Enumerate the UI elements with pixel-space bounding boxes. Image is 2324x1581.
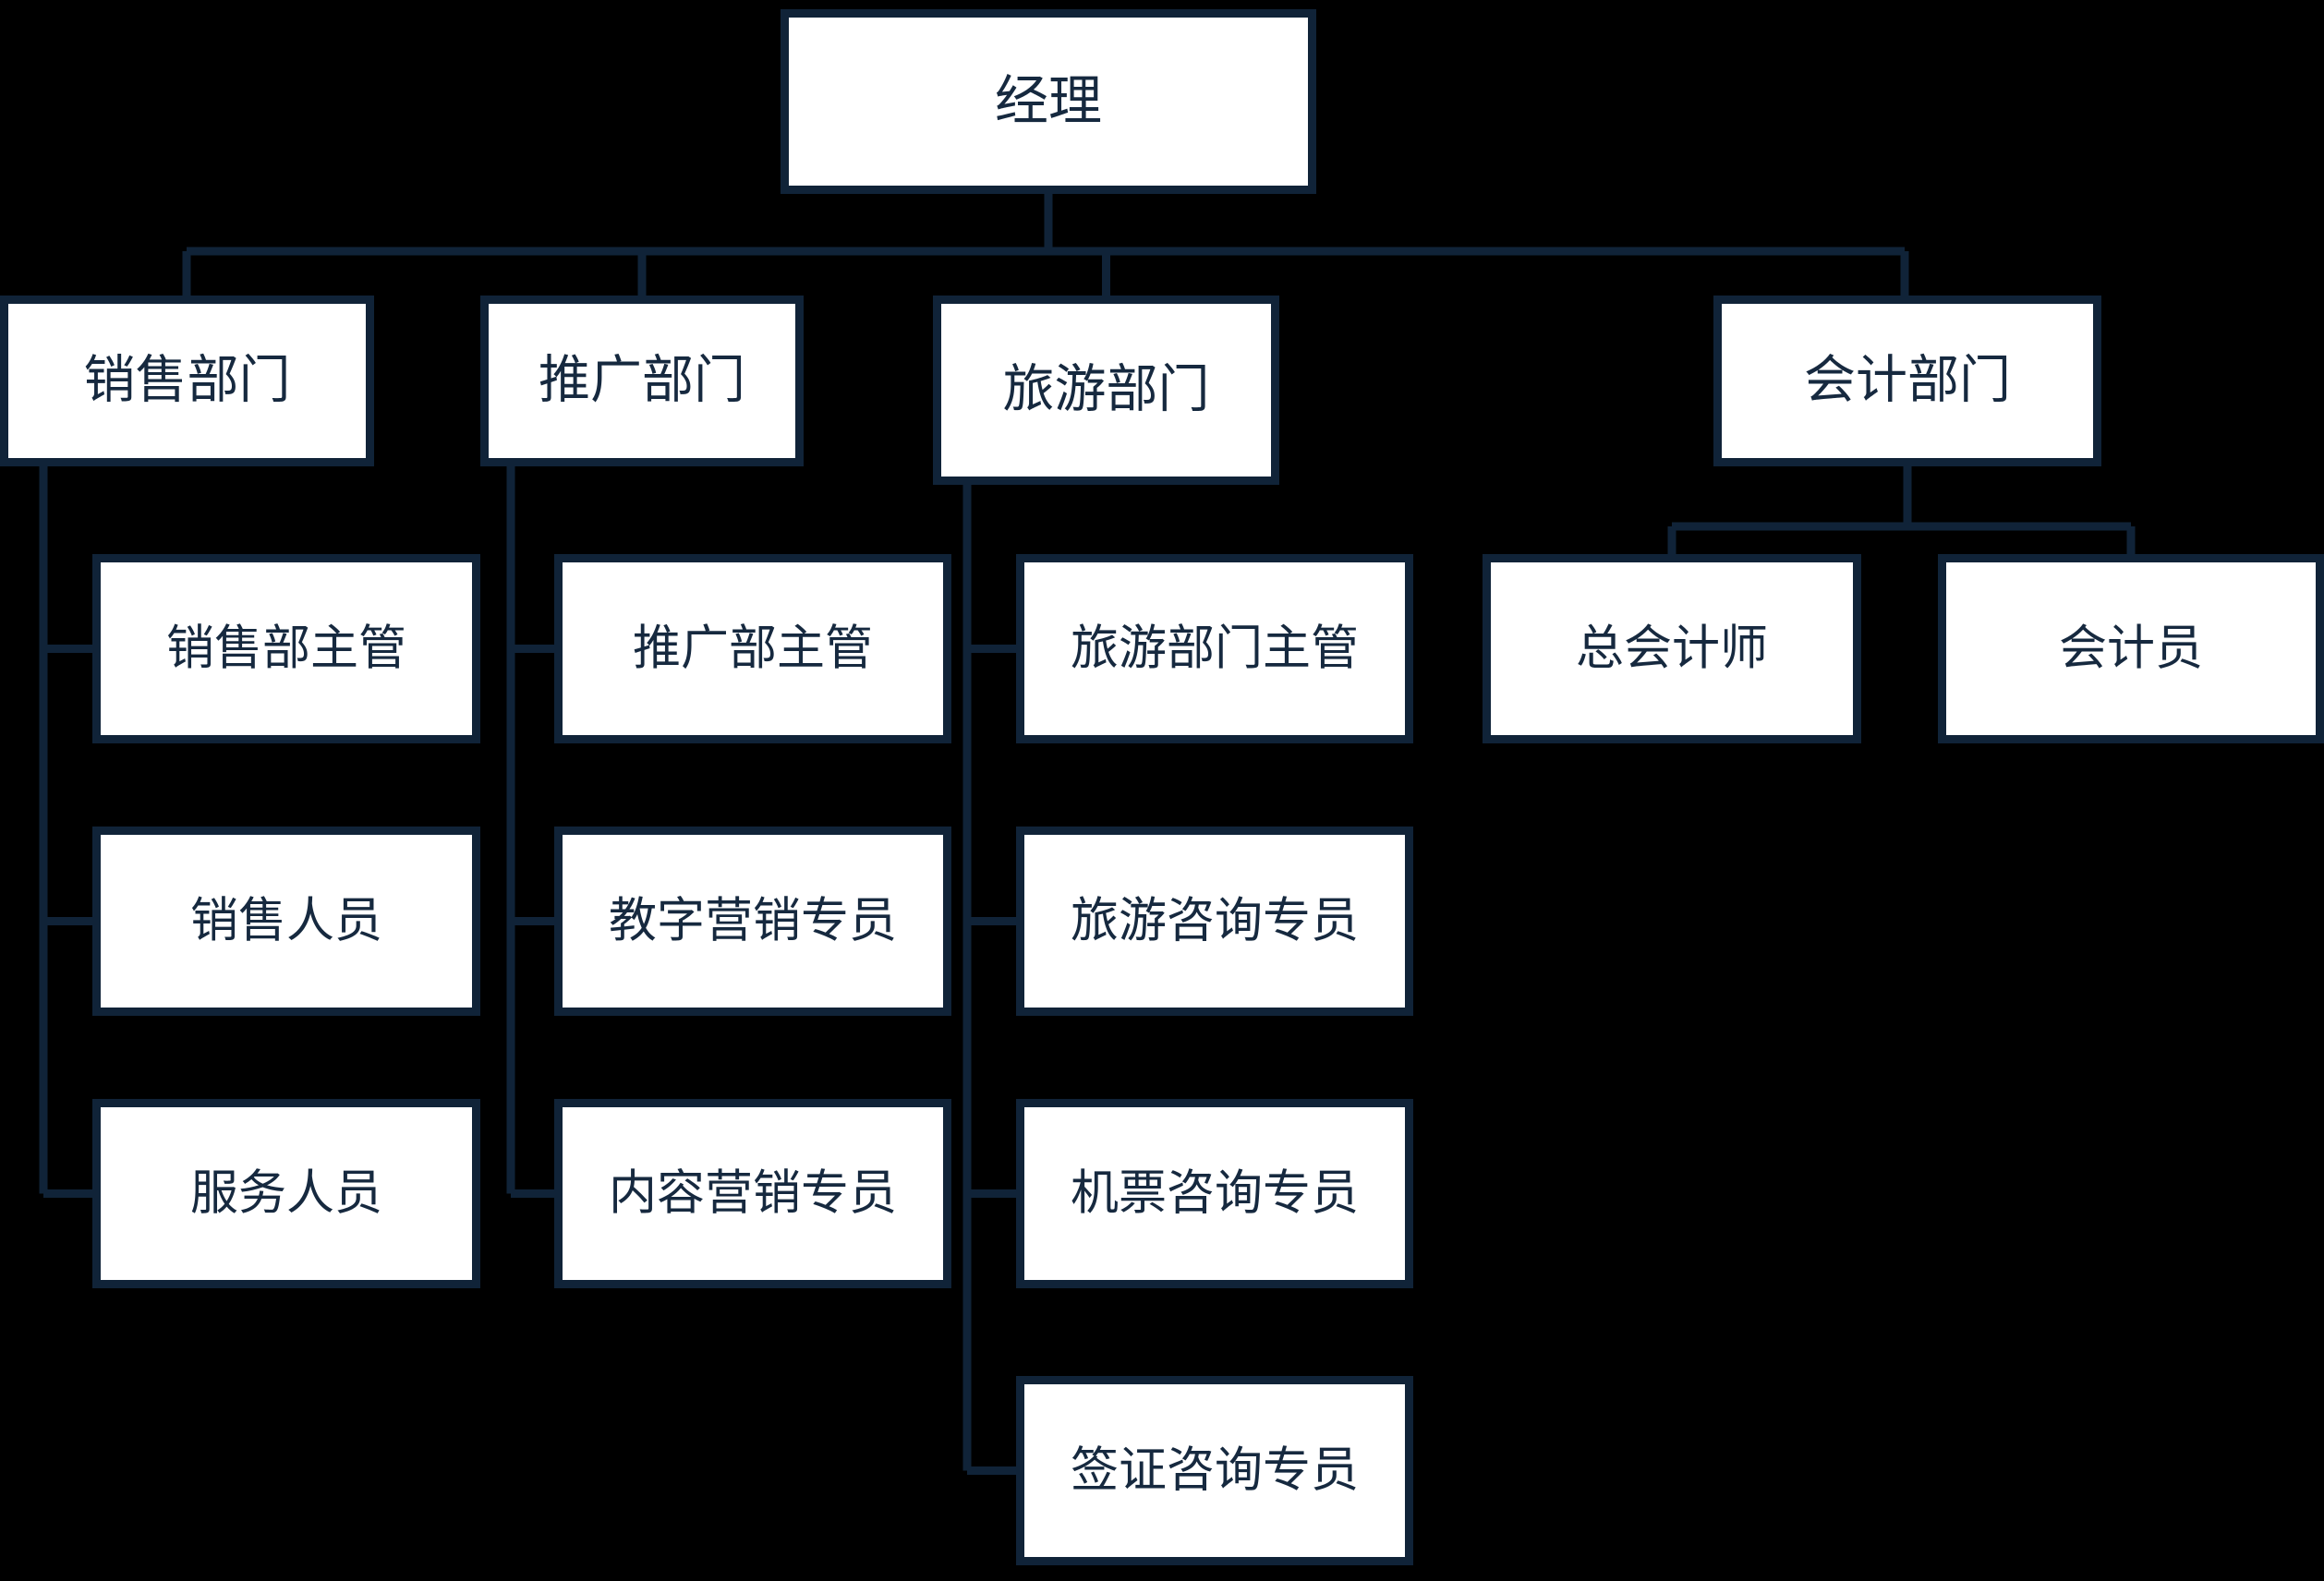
node-department-promotion-label: 推广部门 bbox=[539, 351, 745, 411]
node-department-sales[interactable]: 销售部门 bbox=[0, 296, 374, 466]
node-promotion-child-2[interactable]: 内容营销专员 bbox=[554, 1099, 951, 1288]
node-accounting-child-1-rect bbox=[1938, 554, 2324, 743]
node-accounting-child-1[interactable]: 会计员 bbox=[1938, 554, 2324, 743]
node-accounting-child-0[interactable]: 总会计师 bbox=[1483, 554, 1861, 743]
node-promotion-child-2-rect bbox=[554, 1099, 951, 1288]
node-department-sales-label: 销售部门 bbox=[84, 351, 291, 411]
node-department-tourism-rect bbox=[933, 296, 1279, 485]
node-sales-child-2-rect bbox=[92, 1099, 480, 1288]
node-sales-child-0-rect bbox=[92, 554, 480, 743]
node-tourism-child-2[interactable]: 机票咨询专员 bbox=[1016, 1099, 1413, 1288]
node-department-accounting-rect bbox=[1713, 296, 2101, 466]
node-sales-child-2[interactable]: 服务人员 bbox=[92, 1099, 480, 1288]
node-tourism-child-0[interactable]: 旅游部门主管 bbox=[1016, 554, 1413, 743]
node-root[interactable]: 经理 bbox=[781, 9, 1316, 194]
node-department-sales-rect bbox=[0, 296, 374, 466]
node-sales-child-2-label: 服务人员 bbox=[190, 1166, 382, 1222]
node-promotion-child-1[interactable]: 教字营销专员 bbox=[554, 827, 951, 1016]
node-department-promotion-rect bbox=[480, 296, 804, 466]
node-department-accounting[interactable]: 会计部门 bbox=[1713, 296, 2101, 466]
node-promotion-child-0-label: 推广部主管 bbox=[633, 622, 873, 677]
node-tourism-child-1-label: 旅游咨询专员 bbox=[1071, 894, 1359, 949]
node-accounting-child-0-rect bbox=[1483, 554, 1861, 743]
node-department-tourism-label: 旅游部门 bbox=[1003, 360, 1210, 420]
node-sales-child-1-label: 销售人员 bbox=[190, 894, 382, 949]
node-root-label: 经理 bbox=[995, 69, 1102, 132]
node-tourism-child-0-label: 旅游部门主管 bbox=[1071, 622, 1359, 677]
node-accounting-child-0-label: 总会计师 bbox=[1576, 622, 1768, 677]
node-sales-child-1-rect bbox=[92, 827, 480, 1016]
node-tourism-child-1-rect bbox=[1016, 827, 1413, 1016]
connectors-layer bbox=[39, 194, 2136, 1475]
node-accounting-child-1-label: 会计员 bbox=[2059, 622, 2203, 677]
node-sales-child-1[interactable]: 销售人员 bbox=[92, 827, 480, 1016]
node-tourism-child-1[interactable]: 旅游咨询专员 bbox=[1016, 827, 1413, 1016]
node-department-promotion[interactable]: 推广部门 bbox=[480, 296, 804, 466]
node-promotion-child-2-label: 内容营销专员 bbox=[609, 1166, 897, 1222]
node-department-accounting-label: 会计部门 bbox=[1804, 351, 2011, 411]
node-department-tourism[interactable]: 旅游部门 bbox=[933, 296, 1279, 485]
node-tourism-child-2-label: 机票咨询专员 bbox=[1071, 1166, 1359, 1222]
node-tourism-child-0-rect bbox=[1016, 554, 1413, 743]
node-root-rect bbox=[781, 9, 1316, 194]
node-tourism-child-3[interactable]: 签证咨询专员 bbox=[1016, 1376, 1413, 1565]
node-promotion-child-0-rect bbox=[554, 554, 951, 743]
node-sales-child-0[interactable]: 销售部主管 bbox=[92, 554, 480, 743]
node-promotion-child-1-rect bbox=[554, 827, 951, 1016]
node-sales-child-0-label: 销售部主管 bbox=[166, 622, 406, 677]
node-promotion-child-0[interactable]: 推广部主管 bbox=[554, 554, 951, 743]
node-tourism-child-3-rect bbox=[1016, 1376, 1413, 1565]
node-tourism-child-2-rect bbox=[1016, 1099, 1413, 1288]
node-promotion-child-1-label: 教字营销专员 bbox=[609, 894, 897, 949]
node-tourism-child-3-label: 签证咨询专员 bbox=[1071, 1443, 1359, 1499]
